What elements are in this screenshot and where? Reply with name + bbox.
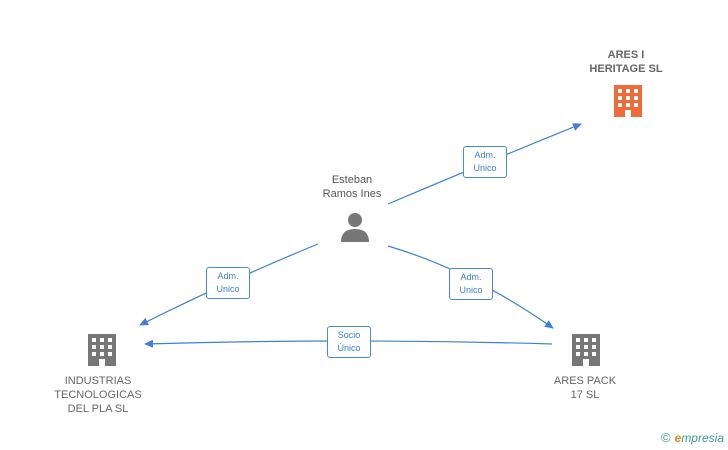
edge-label-adm-unico: Adm. Unico <box>206 267 250 299</box>
building-icon <box>88 334 116 366</box>
edge-label-adm-unico: Adm. Unico <box>463 146 507 178</box>
brand-name: mpresia <box>681 431 724 445</box>
edge-label-socio-unico: Socio Único <box>327 326 371 358</box>
building-icon <box>572 334 600 366</box>
edge-label-adm-unico: Adm. Unico <box>449 268 493 300</box>
building-icon <box>614 85 642 117</box>
brand-initial: e <box>674 431 682 445</box>
copyright-symbol: © <box>661 430 671 445</box>
person-icon <box>341 213 369 242</box>
company-label-industrias[interactable]: INDUSTRIAS TECNOLOGICAS DEL PLA SL <box>54 375 142 415</box>
person-label-esteban[interactable]: Esteban Ramos Ines <box>322 174 382 200</box>
empresia-logo[interactable]: ©empresia <box>661 430 724 445</box>
company-label-ares-pack[interactable]: ARES PACK 17 SL <box>553 375 617 401</box>
company-label-ares-heritage[interactable]: ARES I HERITAGE SL <box>589 49 663 75</box>
